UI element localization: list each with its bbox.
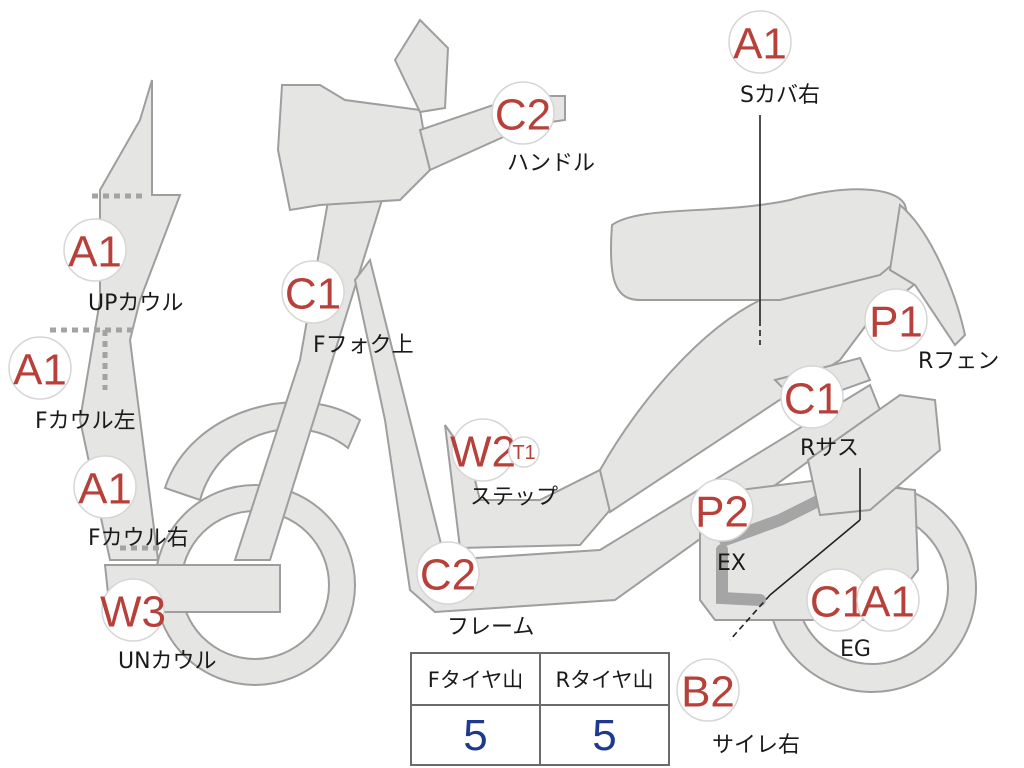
badge-ex-circle	[690, 478, 754, 542]
front-tire-value: 5	[463, 711, 488, 760]
part-label-up-cowl: UPカウル	[88, 291, 183, 316]
part-label-frame: フレーム	[447, 615, 534, 640]
part-label-ex: EX	[717, 551, 746, 576]
part-label-handle: ハンドル	[507, 151, 595, 176]
seat-shape	[609, 188, 917, 301]
badge-ex-code: P2	[695, 488, 749, 537]
tire-table-values: 5 5	[412, 706, 668, 766]
badge-f-cowl-left-code: A1	[13, 346, 67, 395]
windscreen-shape	[393, 18, 450, 114]
badge-silencer-right: B2 サイレ右	[676, 658, 800, 758]
part-label-f-cowl-right: Fカウル右	[88, 526, 189, 551]
leader-silencer-c	[729, 594, 771, 641]
badge-silencer-right-circle	[676, 658, 740, 722]
rear-tire-header: Rタイヤ山	[539, 654, 668, 704]
part-label-un-cowl: UNカウル	[118, 649, 217, 674]
part-label-silencer-right: サイレ右	[712, 733, 800, 758]
badge-un-cowl-code: W3	[100, 588, 166, 637]
leader-lines	[729, 115, 861, 641]
part-label-step: ステップ	[470, 485, 558, 510]
badge-step-sub: T1	[512, 442, 535, 464]
badge-up-cowl-code: A1	[68, 228, 122, 277]
leader-silencer-b	[769, 519, 861, 596]
part-label-s-cover-right: Sカバ右	[740, 83, 820, 108]
rear-fender-shape	[888, 203, 967, 347]
badge-eg-second-circle	[856, 568, 920, 632]
badge-r-suspension-code: C1	[784, 375, 840, 424]
part-label-eg: EG	[840, 637, 871, 662]
badge-f-cowl-right-code: A1	[78, 465, 132, 514]
badge-f-cowl-left-circle	[8, 336, 72, 400]
badge-eg-second-code: A1	[861, 578, 915, 627]
front-tire-header: Fタイヤ山	[427, 668, 524, 692]
badge-frame: C2 フレーム	[416, 541, 534, 640]
badge-up-cowl-circle	[63, 218, 127, 282]
badge-f-fork-upper-circle	[281, 260, 345, 324]
part-label-f-cowl-left: Fカウル左	[35, 409, 136, 434]
part-label-r-suspension: Rサス	[800, 436, 859, 461]
badge-step-sub-circle	[508, 436, 540, 468]
badge-un-cowl-circle	[101, 578, 165, 642]
front-cowl-shape	[78, 79, 182, 561]
badge-frame-code: C2	[420, 551, 476, 600]
badge-silencer-right-code: B2	[681, 668, 735, 717]
badge-r-fender-code: P1	[869, 298, 923, 347]
badge-frame-circle	[416, 541, 480, 605]
badge-r-suspension-circle	[780, 365, 844, 429]
badge-f-cowl-right-circle	[73, 455, 137, 519]
tire-table-header: Fタイヤ山 Rタイヤ山	[412, 654, 668, 706]
badge-f-fork-upper-code: C1	[285, 270, 341, 319]
tire-tread-table: Fタイヤ山 Rタイヤ山 5 5	[410, 652, 670, 766]
badge-s-cover-right-circle	[728, 10, 792, 74]
part-label-r-fender: Rフェン	[918, 349, 999, 374]
rear-tire-value: 5	[539, 706, 668, 766]
rear-suspension-shape	[806, 393, 942, 517]
badge-handle: C2 ハンドル	[491, 81, 595, 176]
badge-step-code: W2	[450, 428, 516, 477]
headlight-shape	[276, 84, 432, 212]
badge-s-cover-right-code: A1	[733, 20, 787, 69]
badge-handle-circle	[491, 81, 555, 145]
badge-handle-code: C2	[495, 91, 551, 140]
part-label-f-fork-upper: Fフォク上	[313, 333, 414, 358]
badge-r-fender-circle	[864, 288, 928, 352]
